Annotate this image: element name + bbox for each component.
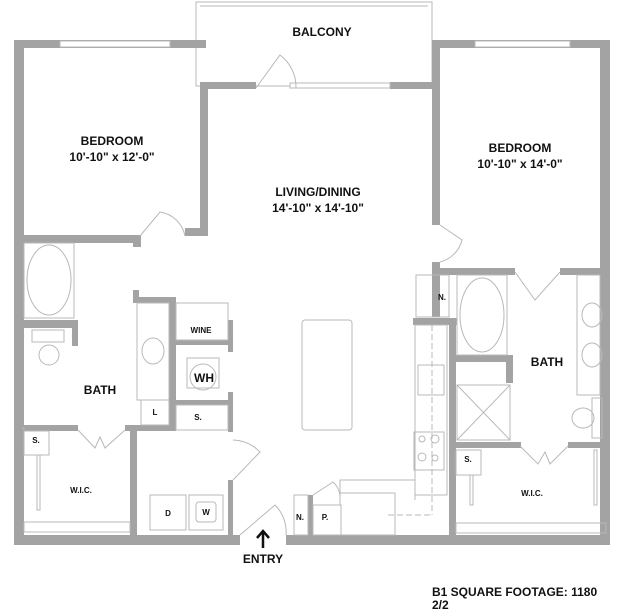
room-size-bedroom-left: 10'-10" x 12'-0" <box>69 150 154 164</box>
windows <box>59 40 571 89</box>
label-storage-wic-right: S. <box>464 455 472 464</box>
room-label-balcony: BALCONY <box>292 25 351 39</box>
room-label-living: LIVING/DINING <box>275 185 360 199</box>
walls <box>14 40 610 545</box>
room-label-bedroom-right: BEDROOM <box>489 141 552 155</box>
label-water-heater: WH <box>194 371 214 385</box>
fixtures <box>22 242 607 536</box>
room-label-bedroom-left: BEDROOM <box>81 134 144 148</box>
label-nook-right: N. <box>438 293 446 302</box>
label-wine: WINE <box>191 326 213 335</box>
label-washer: W <box>202 508 210 517</box>
room-size-living: 14'-10" x 14'-10" <box>272 201 364 215</box>
entry-arrow-icon <box>256 529 270 548</box>
room-label-wic-right: W.I.C. <box>521 489 543 498</box>
label-nook-entry: N. <box>296 513 304 522</box>
room-label-bath-left: BATH <box>84 383 116 397</box>
label-storage-inner: S. <box>194 413 202 422</box>
label-entry: ENTRY <box>243 552 283 566</box>
label-storage-wic-left: S. <box>32 436 40 445</box>
label-dryer: D <box>165 509 171 518</box>
room-label-wic-left: W.I.C. <box>70 486 92 495</box>
bed-bath-count: 2/2 <box>432 598 449 612</box>
label-linen: L <box>153 408 158 417</box>
label-pantry: P. <box>322 513 329 522</box>
room-label-bath-right: BATH <box>531 355 563 369</box>
room-size-bedroom-right: 10'-10" x 14'-0" <box>477 157 562 171</box>
doors <box>77 54 569 536</box>
balcony-outline <box>195 1 433 87</box>
square-footage: B1 SQUARE FOOTAGE: 1180 <box>432 585 598 599</box>
